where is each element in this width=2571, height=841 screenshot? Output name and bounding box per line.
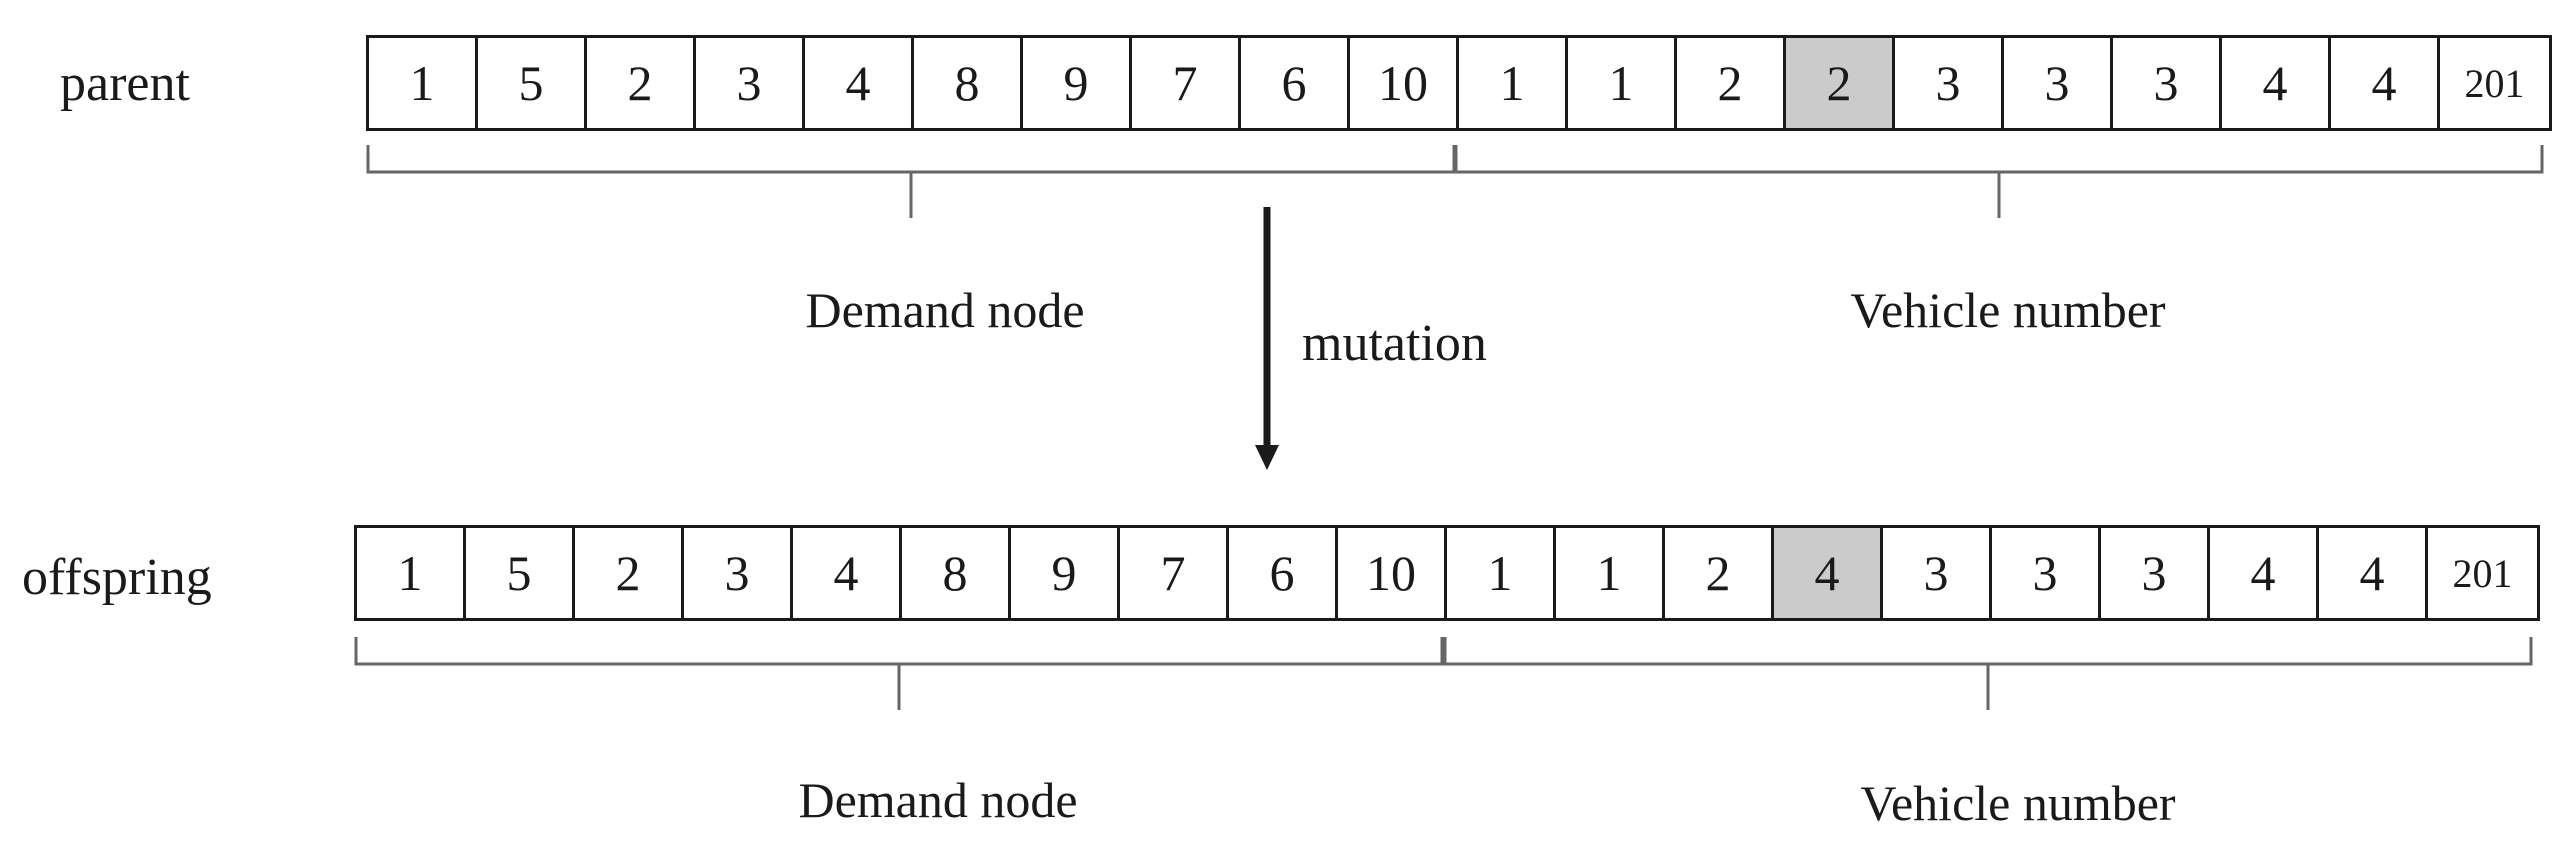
offspring-vehicle-brace [1443,637,2533,710]
parent-gene-5: 4 [805,38,914,128]
offspring-gene-19: 4 [2319,528,2428,618]
parent-gene-17: 3 [2113,38,2222,128]
parent-gene-20: 201 [2464,60,2525,106]
parent-gene-10: 10 [1350,38,1459,128]
parent-gene-3: 2 [587,38,696,128]
offspring-gene-18: 4 [2210,528,2319,618]
offspring-demand-node-label: Demand node [798,772,1078,828]
parent-vehicle-brace [1454,145,2544,218]
parent-gene-12: 1 [1568,38,1677,128]
parent-gene-9: 6 [1241,38,1350,128]
offspring-gene-7: 9 [1011,528,1120,618]
parent-gene-16: 3 [2004,38,2113,128]
offspring-gene-16: 3 [1992,528,2101,618]
parent-gene-1: 1 [369,38,478,128]
parent-gene-11: 1 [1459,38,1568,128]
offspring-gene-13: 2 [1665,528,1774,618]
offspring-gene-3: 2 [575,528,684,618]
offspring-gene-15: 3 [1883,528,1992,618]
offspring-gene-5: 4 [793,528,902,618]
offspring-gene-14: 4 [1774,528,1883,618]
mutation-arrow [1255,207,1279,470]
offspring-gene-10: 10 [1338,528,1447,618]
offspring-gene-20: 201 [2452,550,2513,596]
mutation-label: mutation [1302,315,1487,372]
offspring-gene-12: 1 [1556,528,1665,618]
parent-gene-13: 2 [1677,38,1786,128]
parent-vehicle-number-label: Vehicle number [1850,282,2166,338]
offspring-vehicle-number-label: Vehicle number [1860,775,2176,831]
parent-gene-15: 3 [1895,38,2004,128]
parent-gene-6: 8 [914,38,1023,128]
parent-gene-4: 3 [696,38,805,128]
offspring-gene-17: 3 [2101,528,2210,618]
offspring-gene-11: 1 [1447,528,1556,618]
parent-row-label: parent [60,55,190,112]
offspring-gene-2: 5 [466,528,575,618]
parent-gene-7: 9 [1023,38,1132,128]
offspring-demand-brace [354,637,1444,710]
offspring-gene-9: 6 [1229,528,1338,618]
offspring-gene-1: 1 [357,528,466,618]
offspring-row-label: offspring [22,549,212,606]
parent-gene-18: 4 [2222,38,2331,128]
parent-gene-19: 4 [2331,38,2440,128]
parent-demand-node-label: Demand node [805,282,1085,338]
offspring-gene-8: 7 [1120,528,1229,618]
parent-gene-14: 2 [1786,38,1895,128]
offspring-gene-6: 8 [902,528,1011,618]
parent-gene-8: 7 [1132,38,1241,128]
parent-demand-brace [366,145,1456,218]
offspring-gene-4: 3 [684,528,793,618]
parent-gene-2: 5 [478,38,587,128]
